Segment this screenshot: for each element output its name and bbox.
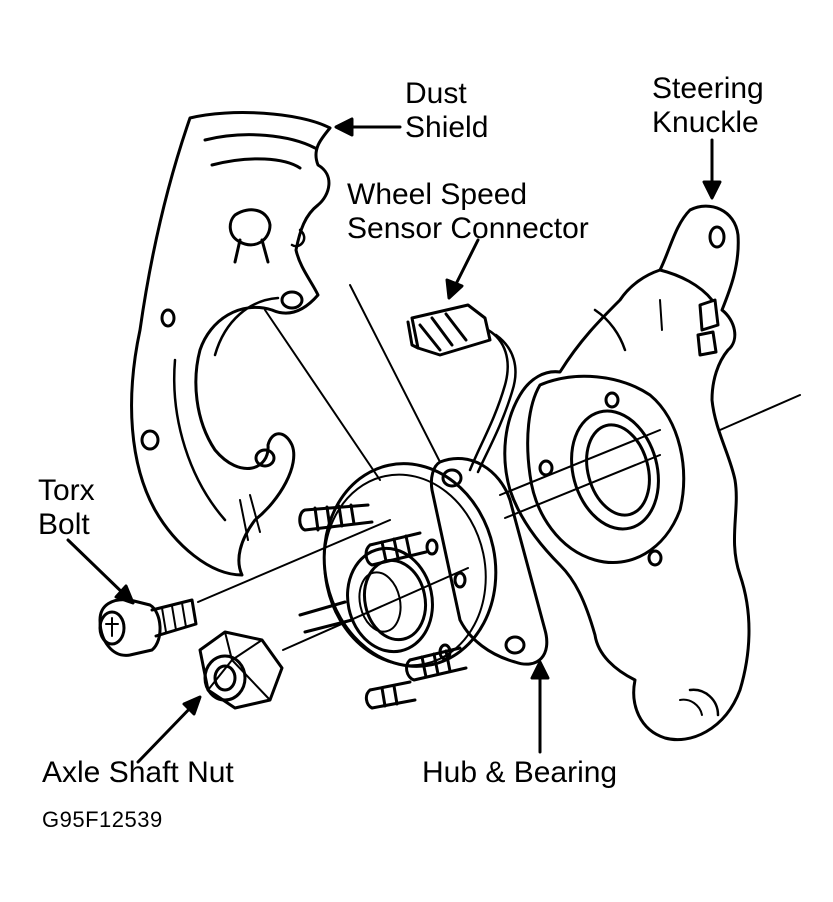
steering-knuckle-label: Steering Knuckle — [652, 72, 764, 140]
wheel-speed-sensor-connector-label: Wheel Speed Sensor Connector — [347, 178, 589, 246]
wheel-speed-sensor-connector — [406, 303, 517, 474]
dust-shield-label-line2: Shield — [405, 111, 489, 144]
wheel-speed-sensor-connector-label-line2: Sensor Connector — [347, 212, 589, 245]
axle-shaft-nut-label: Axle Shaft Nut — [42, 756, 234, 789]
alignment-lines — [197, 284, 801, 651]
steering-knuckle-label-line2: Knuckle — [652, 106, 759, 139]
figure-id: G95F12539 — [42, 807, 163, 832]
wheel-speed-sensor-connector-label-line1: Wheel Speed — [347, 178, 528, 211]
torx-bolt-label-line1: Torx — [38, 474, 95, 507]
steering-knuckle — [503, 204, 751, 742]
leader-arrows — [66, 117, 722, 764]
torx-bolt — [98, 598, 198, 657]
torx-bolt-label: Torx Bolt — [38, 474, 95, 542]
axle-shaft-nut — [198, 630, 284, 710]
dust-shield-label: Dust Shield — [405, 77, 488, 145]
dust-shield-label-line1: Dust — [405, 77, 467, 110]
steering-knuckle-label-line1: Steering — [652, 72, 764, 105]
torx-bolt-label-line2: Bolt — [38, 508, 90, 541]
dust-shield — [130, 111, 332, 577]
hub-and-bearing-label: Hub & Bearing — [422, 756, 618, 789]
hub-and-bearing — [298, 456, 549, 710]
